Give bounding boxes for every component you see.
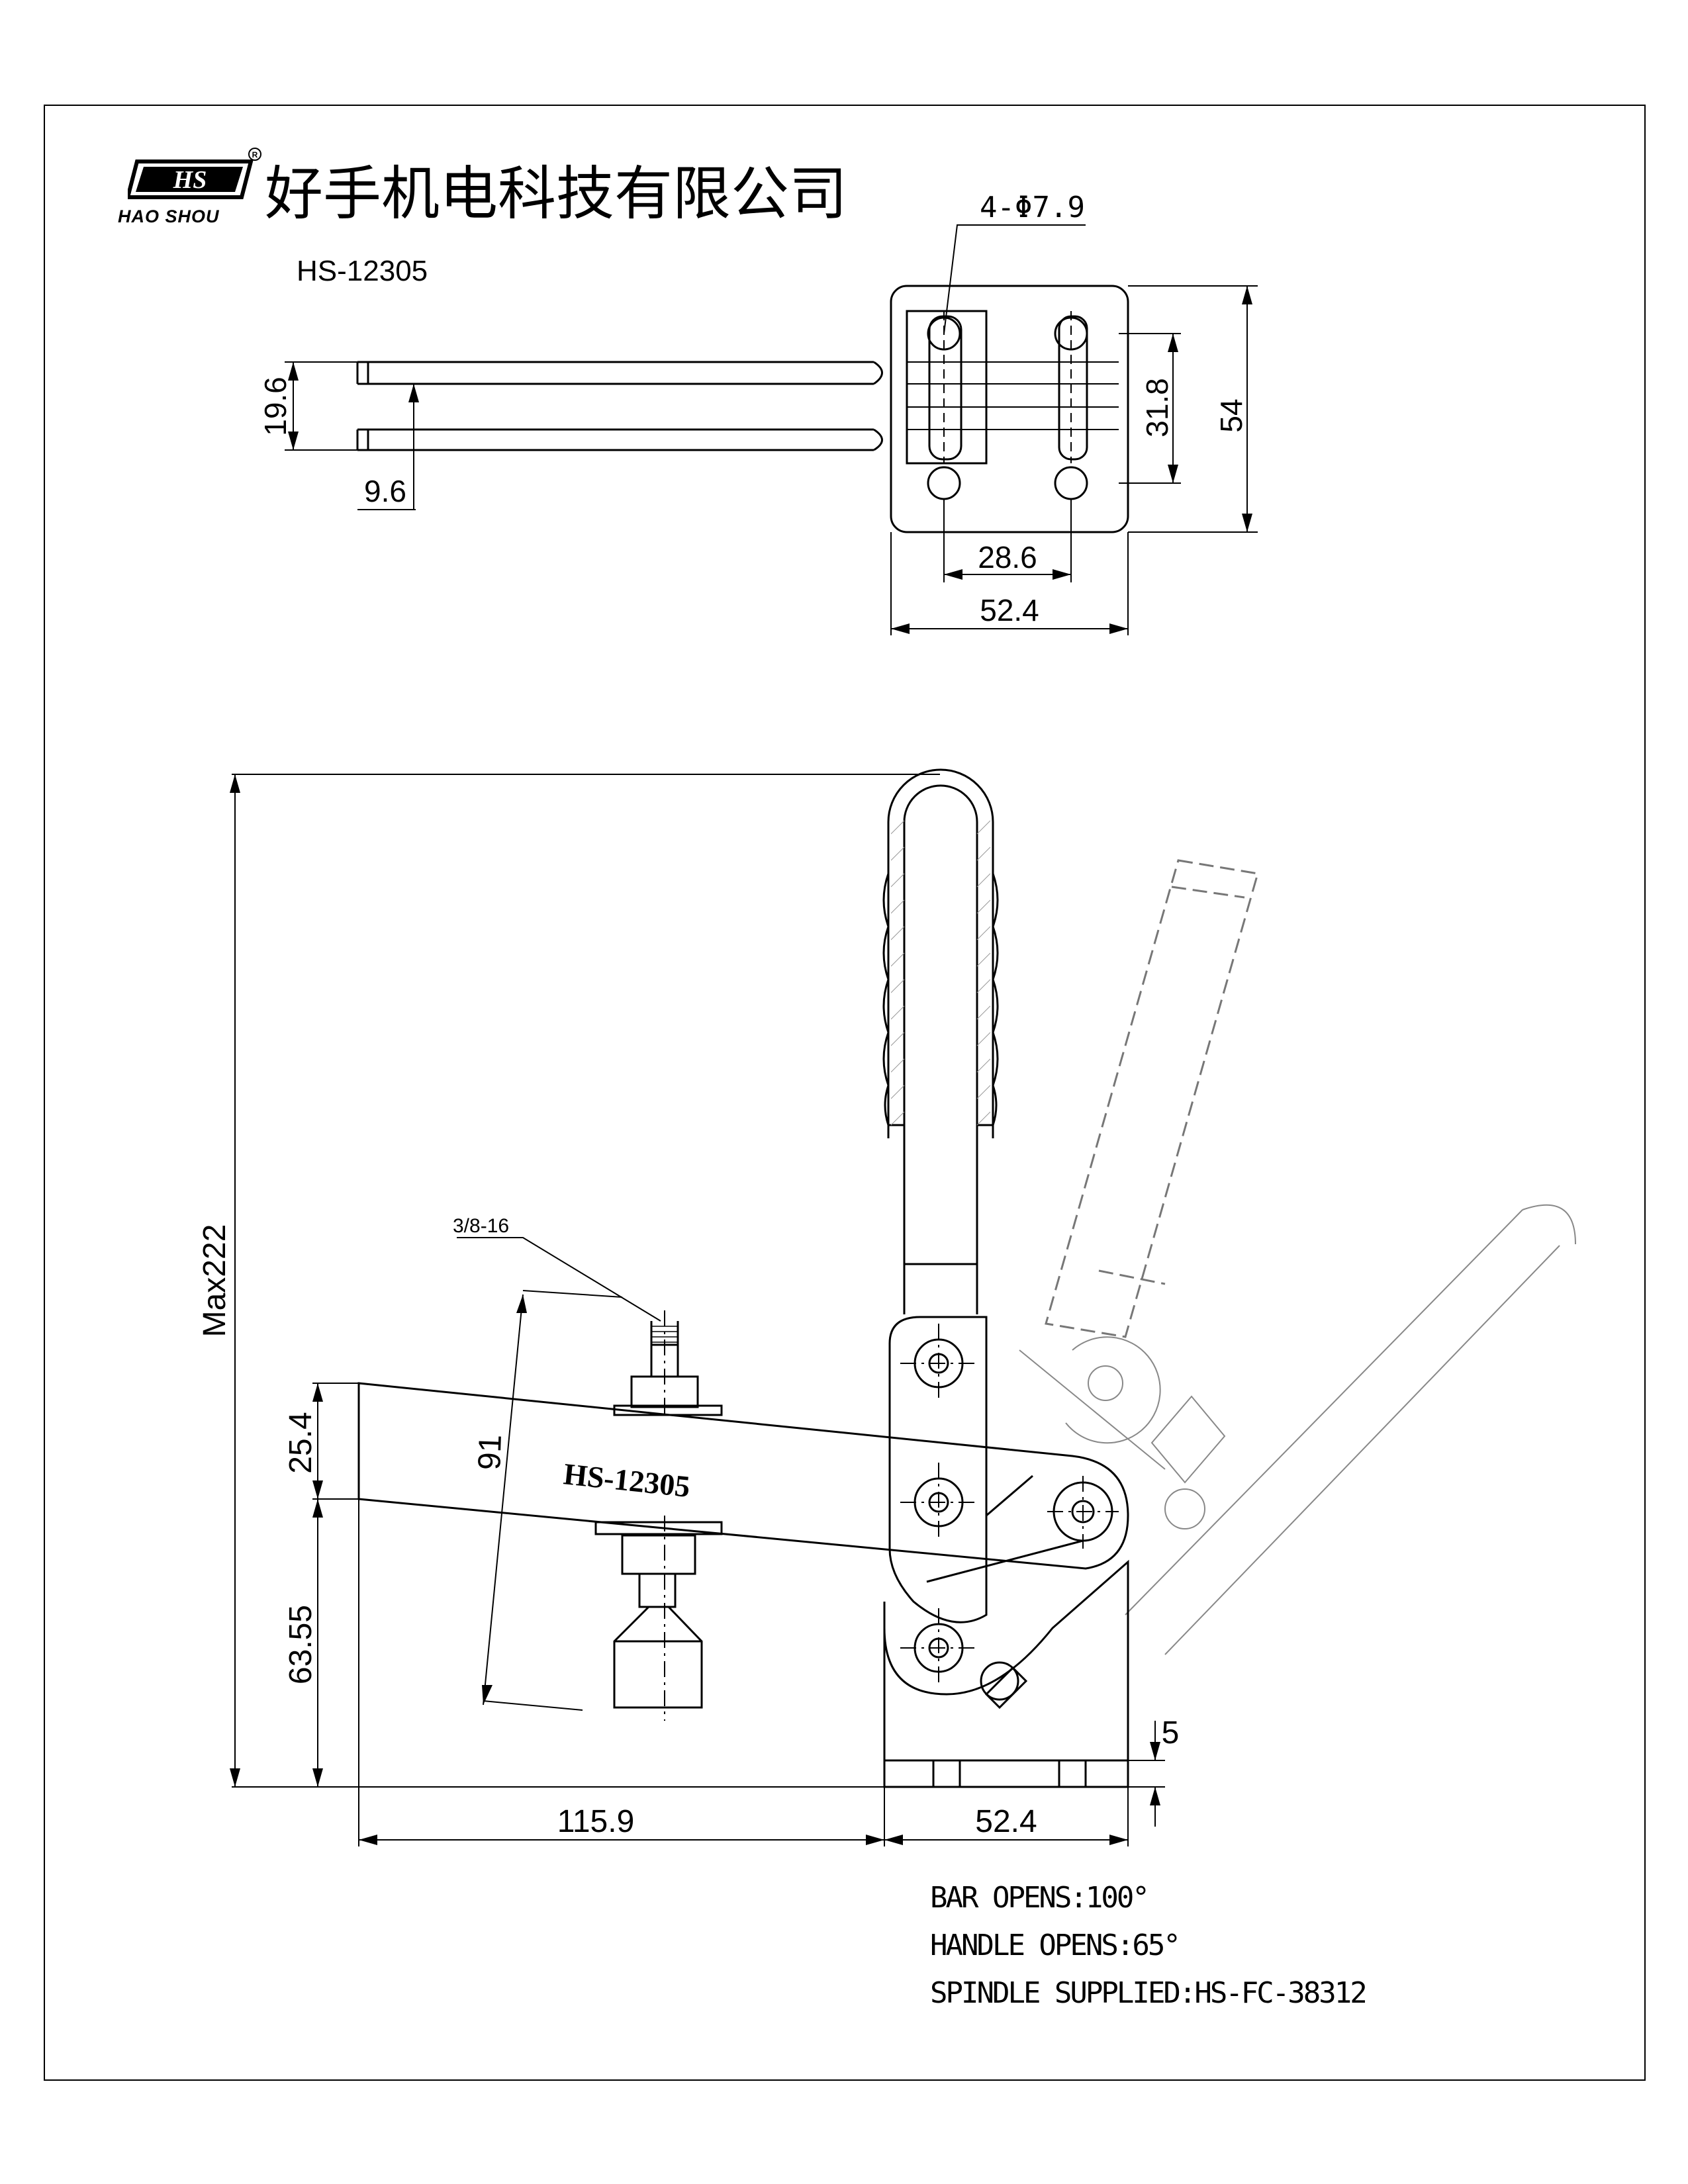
- dim-base-thickness: 5: [1162, 1715, 1180, 1751]
- dim-height-54: 54: [1214, 398, 1248, 432]
- dim-spindle-travel: 91: [472, 1434, 508, 1471]
- dim-bar-width: 19.6: [258, 377, 293, 436]
- note-bar-opens: BAR OPENS:100°: [930, 1881, 1150, 1915]
- logo-text: HS: [173, 166, 207, 194]
- dim-bar-thickness: 25.4: [283, 1412, 318, 1473]
- note-spindle-supplied: SPINDLE SUPPLIED:HS-FC-38312: [930, 1976, 1368, 2010]
- note-handle-opens: HANDLE OPENS:65°: [930, 1929, 1181, 1962]
- registered-mark-icon: R: [248, 148, 261, 161]
- company-logo: HS: [128, 159, 254, 199]
- svg-text:R: R: [252, 150, 258, 159]
- dim-reach: 115.9: [557, 1804, 635, 1839]
- thread-callout: 3/8-16: [453, 1215, 509, 1237]
- dim-top-base-width: 52.4: [980, 593, 1039, 627]
- dim-bar-height: 63.55: [283, 1605, 318, 1684]
- dim-slot: 9.6: [364, 474, 406, 508]
- logo-subtitle: HAO SHOU: [118, 206, 220, 226]
- dim-side-base-width: 52.4: [975, 1804, 1037, 1839]
- dim-hole-spacing: 28.6: [978, 540, 1037, 574]
- drawing-border: [44, 105, 1646, 2081]
- dim-inner-height: 31.8: [1140, 378, 1174, 437]
- model-number: HS-12305: [297, 255, 428, 287]
- company-name: 好手机电科技有限公司: [265, 159, 848, 228]
- bar-label: HS-12305: [562, 1457, 692, 1504]
- hole-callout: 4-Φ7.9: [980, 191, 1085, 224]
- dim-max-height: Max222: [197, 1224, 232, 1338]
